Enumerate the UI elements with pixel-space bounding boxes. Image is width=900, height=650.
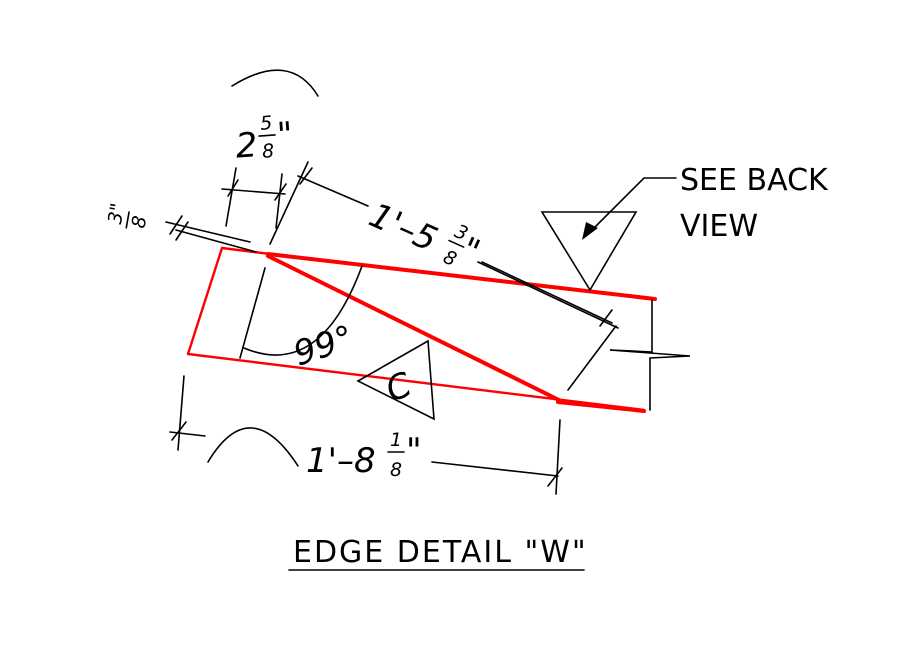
svg-text:8: 8 — [261, 140, 275, 163]
note-line-1: SEE BACK — [680, 163, 829, 198]
svg-text:8: 8 — [390, 459, 402, 481]
dim-diagonal: 1'–5 3 8 " — [363, 195, 486, 272]
svg-text:8: 8 — [128, 214, 152, 230]
svg-text:1: 1 — [390, 429, 402, 451]
angle-arc — [243, 265, 363, 356]
leader-line — [585, 177, 677, 237]
part-top-edge — [266, 252, 657, 301]
svg-text:": " — [276, 115, 294, 156]
extension-lines — [175, 161, 619, 495]
part-bottom-edge — [556, 400, 646, 413]
svg-text:1'–5: 1'–5 — [363, 195, 443, 260]
dim-left-small: 3 8 " — [104, 201, 152, 230]
top-arc — [231, 69, 319, 97]
svg-text:": " — [106, 201, 129, 213]
svg-text:1'–8: 1'–8 — [306, 441, 376, 481]
svg-text:3: 3 — [104, 210, 128, 226]
dim-top-small: 2 5 8 " — [234, 112, 294, 167]
dim-angle: 99° — [289, 318, 359, 375]
svg-text:99°: 99° — [289, 318, 359, 375]
part-outline — [186, 246, 657, 413]
detail-title: EDGE DETAIL "W" — [288, 535, 588, 571]
break-line — [609, 299, 691, 411]
weld-symbol: C — [356, 339, 435, 421]
svg-text:2: 2 — [234, 125, 258, 166]
part-left-edge — [186, 246, 646, 412]
svg-text:5: 5 — [259, 112, 273, 135]
svg-text:": " — [406, 431, 422, 471]
dimension-lines — [165, 167, 613, 487]
arrowhead-icon — [582, 222, 598, 240]
dim-bottom: 1'–8 1 8 " — [306, 429, 422, 481]
see-back-view-symbol: SEE BACK VIEW — [540, 163, 829, 292]
detail-title-text: EDGE DETAIL "W" — [293, 535, 588, 570]
weld-symbol-letter: C — [380, 365, 417, 411]
bottom-arc — [207, 427, 299, 467]
part-bevel-edge — [266, 254, 565, 404]
svg-text:8: 8 — [440, 246, 460, 271]
note-line-2: VIEW — [680, 209, 758, 244]
